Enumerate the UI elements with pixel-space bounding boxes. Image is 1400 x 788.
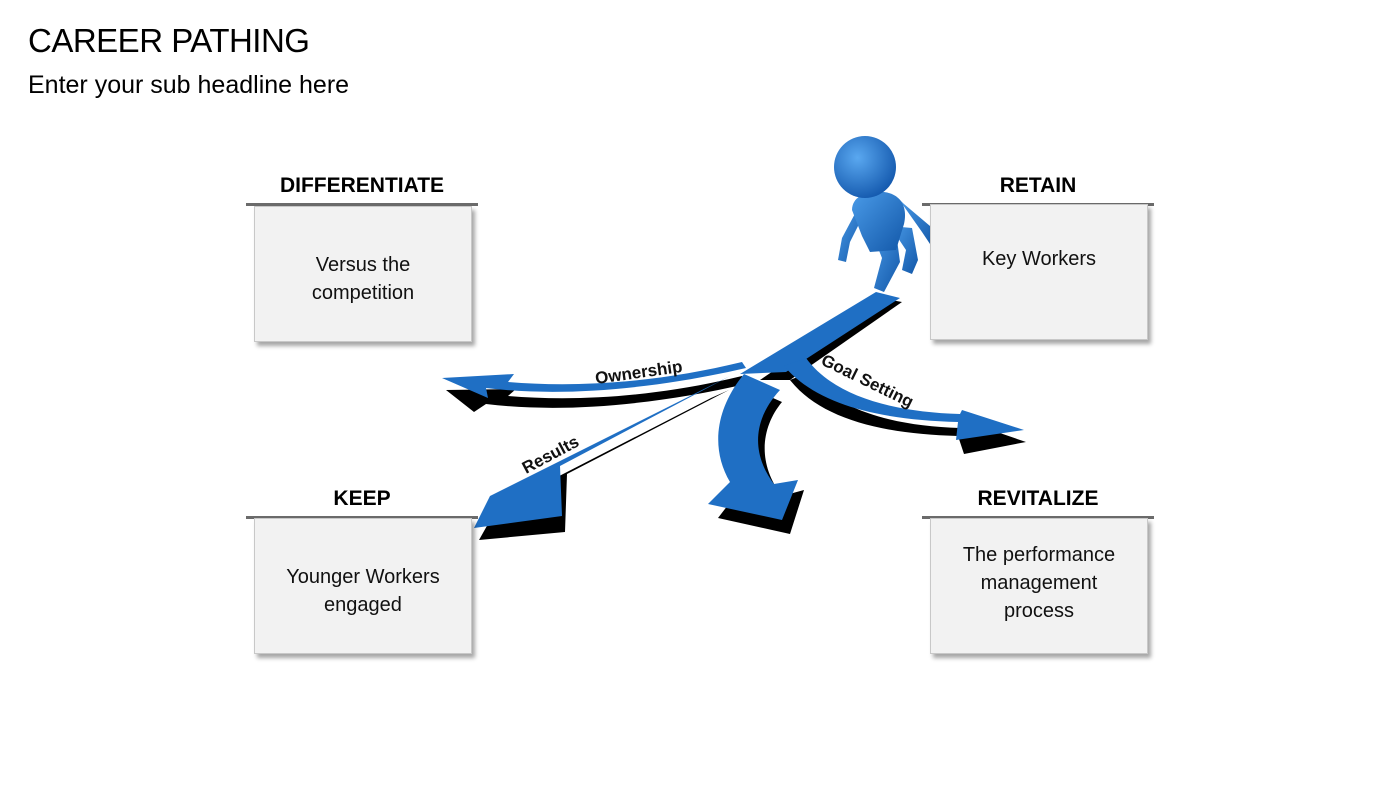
- page-subtitle: Enter your sub headline here: [28, 71, 350, 99]
- differentiate-text: Versus the competition: [311, 254, 415, 304]
- down-arrow: [708, 374, 798, 520]
- keep-card: Younger Workers engaged: [254, 518, 472, 654]
- arrows: [442, 292, 1024, 528]
- differentiate-card: Versus the competition: [254, 206, 472, 342]
- retain-heading: RETAIN: [922, 174, 1154, 206]
- differentiate-heading: DIFFERENTIATE: [246, 174, 478, 206]
- ownership-arrow: [442, 362, 746, 398]
- keep-text: Younger Workers engaged: [286, 566, 440, 616]
- page-title: CAREER PATHING: [28, 22, 310, 59]
- results-arrow: [474, 376, 730, 528]
- retain-text: Key Workers: [981, 248, 1097, 270]
- goal-setting-arrow: [784, 358, 1024, 440]
- revitalize-heading: REVITALIZE: [922, 487, 1154, 519]
- revitalize-card: The performance management process: [930, 518, 1148, 654]
- person-figure-icon: [834, 136, 938, 292]
- keep-heading: KEEP: [246, 487, 478, 519]
- revitalize-text: The performance management process: [962, 544, 1116, 622]
- trunk-arrow: [740, 292, 900, 374]
- retain-card: Key Workers: [930, 204, 1148, 340]
